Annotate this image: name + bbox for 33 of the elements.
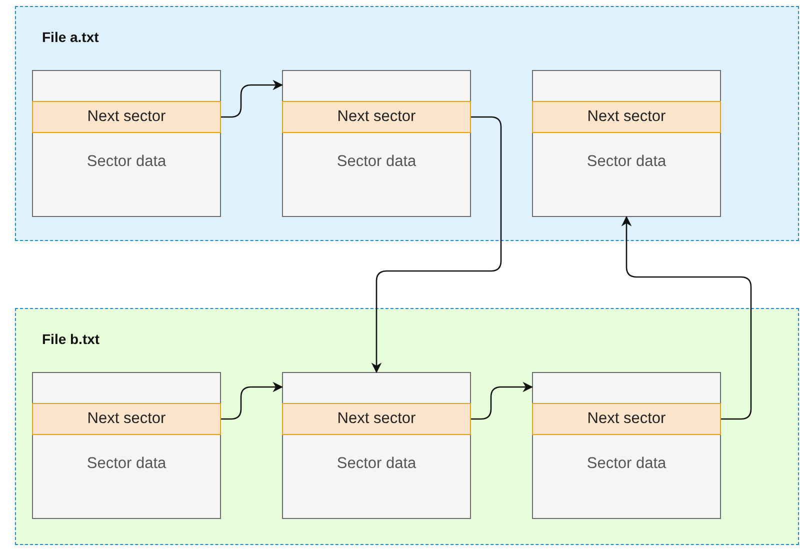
next-sector-field (282, 101, 471, 133)
file-name-heading: File b.txt (42, 331, 100, 347)
next-sector-field (32, 101, 221, 133)
next-sector-label: Next sector (587, 410, 666, 427)
sector-box (532, 372, 721, 519)
next-sector-field (532, 403, 721, 435)
arrow (221, 382, 284, 420)
sector-data-label: Sector data (586, 455, 668, 473)
sector-box (282, 70, 471, 217)
sector-data-label: Sector data (586, 153, 668, 171)
sector-data-label: Sector data (86, 455, 168, 473)
file-group-panel (15, 308, 799, 545)
next-sector-field (282, 403, 471, 435)
next-sector-label: Next sector (87, 108, 166, 125)
file-name-heading: File a.txt (42, 29, 99, 45)
next-sector-field (32, 403, 221, 435)
arrow (221, 80, 284, 118)
next-sector-field (532, 101, 721, 133)
next-sector-label: Next sector (337, 108, 416, 125)
sector-box (282, 372, 471, 519)
next-sector-label: Next sector (337, 410, 416, 427)
arrow (371, 116, 502, 374)
file-group-panel (15, 6, 799, 241)
next-sector-label: Next sector (87, 410, 166, 427)
sector-data-label: Sector data (336, 153, 418, 171)
sector-box (532, 70, 721, 217)
sector-data-label: Sector data (86, 153, 168, 171)
sector-box (32, 70, 221, 217)
arrow (621, 216, 752, 420)
sector-box (32, 372, 221, 519)
sector-data-label: Sector data (336, 455, 418, 473)
arrow (471, 382, 534, 420)
next-sector-label: Next sector (587, 108, 666, 125)
